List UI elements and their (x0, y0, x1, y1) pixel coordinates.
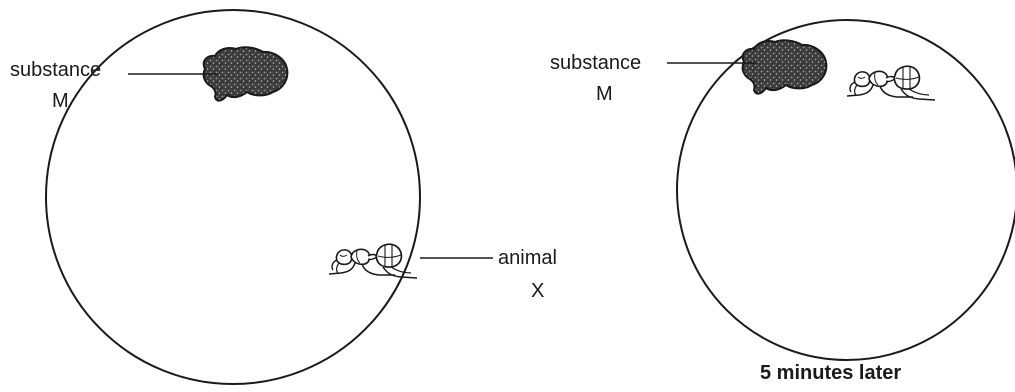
right-substance-blob (743, 40, 827, 93)
right-caption: 5 minutes later (760, 361, 901, 385)
left-substance-label: substance (10, 58, 101, 82)
left-animal-label: animal (498, 246, 557, 270)
left-substance-letter: M (52, 89, 69, 113)
left-animal-letter: X (531, 279, 544, 303)
right-dish-outline (677, 20, 1015, 360)
left-animal-drawing (329, 244, 417, 278)
right-substance-label: substance (550, 51, 641, 75)
right-substance-letter: M (596, 82, 613, 106)
right-animal-drawing (847, 66, 935, 100)
